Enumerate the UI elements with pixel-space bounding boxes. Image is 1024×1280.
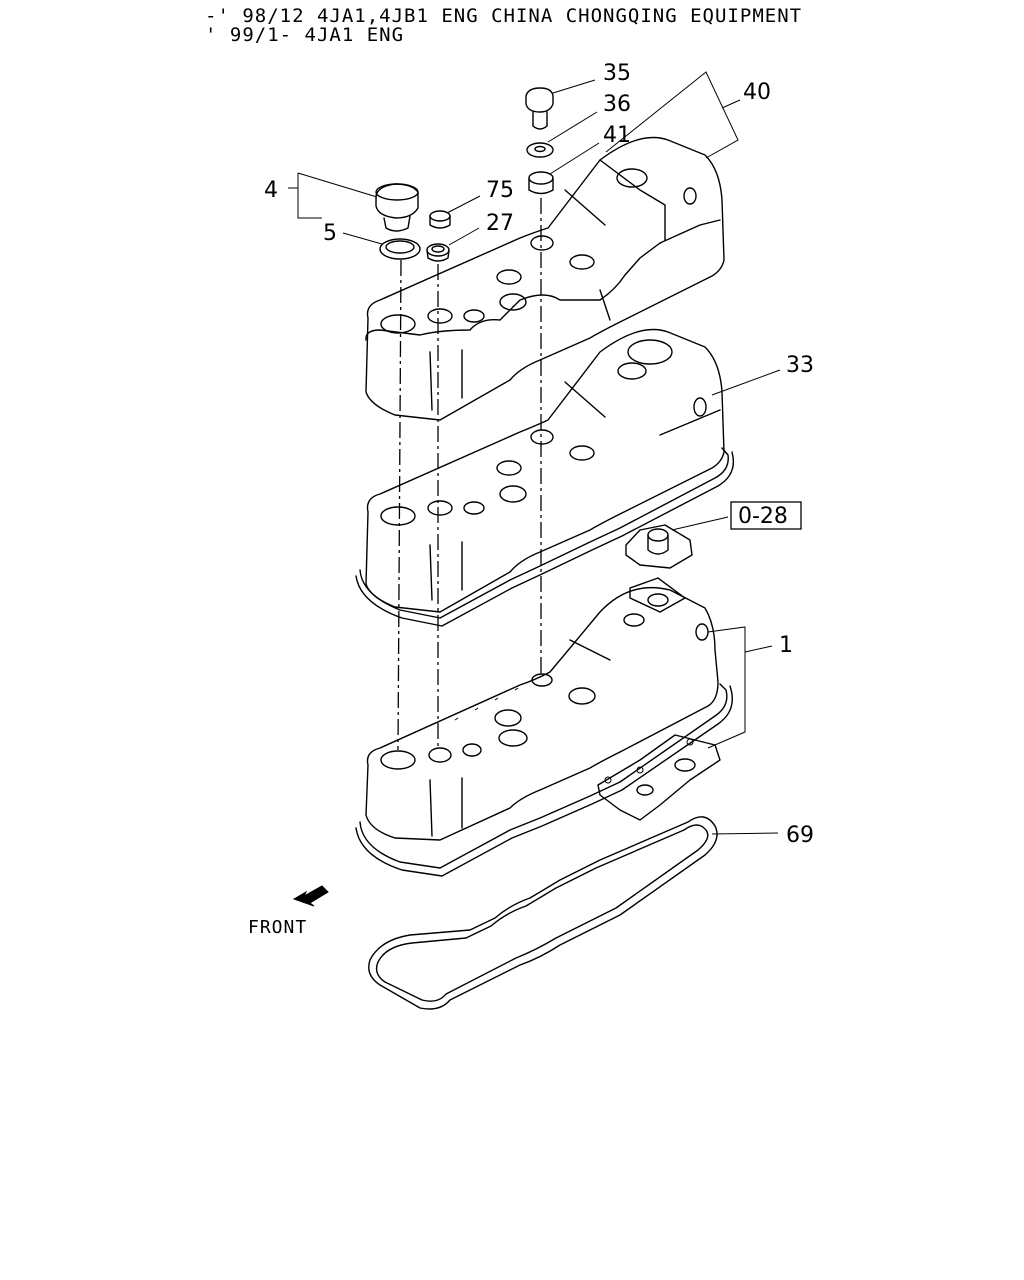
callout-5: 5 (323, 221, 337, 246)
callout-1: 1 (779, 633, 793, 658)
front-label: FRONT (248, 917, 307, 938)
reference-box-label: 0-28 (738, 504, 788, 529)
callout-75: 75 (486, 178, 514, 203)
callout-41: 41 (603, 123, 631, 148)
front-arrow-icon (292, 885, 329, 907)
callout-69: 69 (786, 823, 814, 848)
callout-27: 27 (486, 211, 514, 236)
callout-36: 36 (603, 92, 631, 117)
washer-part-36 (526, 142, 554, 158)
alignment-lines (397, 198, 542, 751)
rubber-part-41 (528, 171, 554, 195)
header-line-1: -' 98/12 4JA1,4JB1 ENG CHINA CHONGQING E… (205, 5, 803, 27)
baffle-plate (597, 734, 721, 821)
bolt-part-35 (525, 87, 554, 130)
callout-35: 35 (603, 61, 631, 86)
bottom-cover-part-1 (355, 577, 733, 877)
callout-40: 40 (743, 80, 771, 105)
leader-lines (288, 71, 781, 835)
breather-plate (625, 524, 693, 569)
bolt-part-75 (429, 210, 451, 229)
gasket-part-69 (368, 816, 718, 1010)
reference-box: 0-28 (730, 501, 802, 530)
oil-cap-gasket (379, 238, 421, 260)
callout-33: 33 (786, 353, 814, 378)
oil-filler-cap (375, 183, 419, 232)
top-cover-part-40 (365, 136, 725, 421)
middle-cover-part-33 (355, 328, 735, 627)
header-line-2: ' 99/1- 4JA1 ENG (205, 24, 405, 46)
grommet-part-27 (426, 243, 450, 262)
callout-4: 4 (264, 178, 278, 203)
